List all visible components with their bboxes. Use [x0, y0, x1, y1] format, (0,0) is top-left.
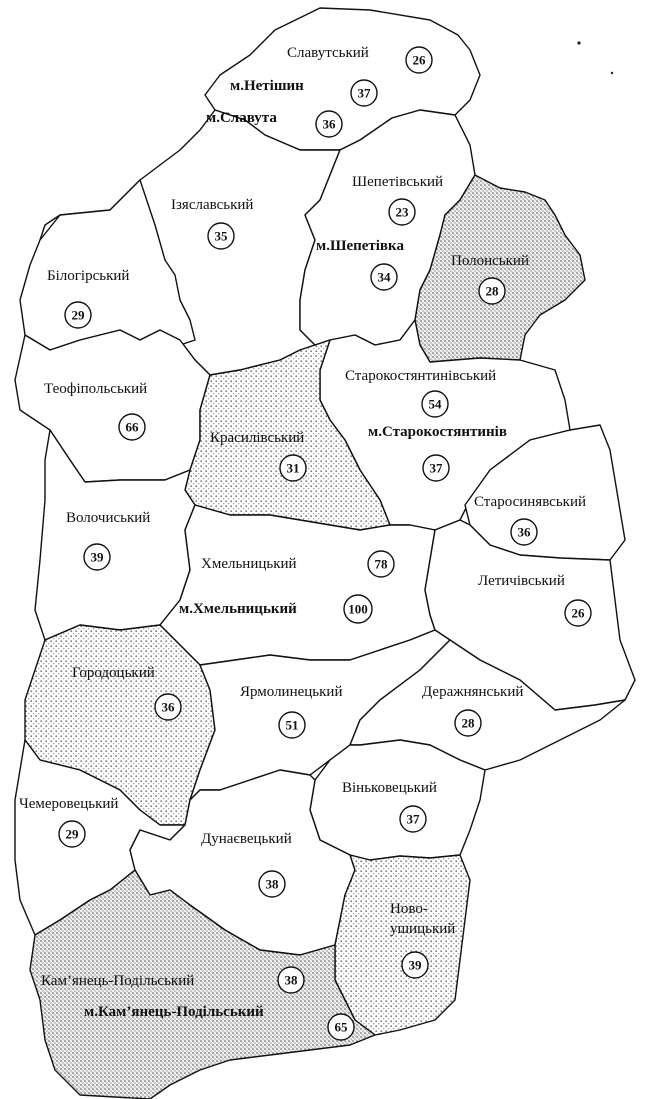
- badge-novoushytskyi: 39: [401, 951, 429, 979]
- value-chemerovetskyi: 29: [66, 827, 80, 842]
- badge-dunaievetskyi: 38: [258, 870, 286, 898]
- value-starosyniavskyi: 36: [518, 525, 532, 540]
- value-teofipolskyi: 66: [126, 420, 140, 435]
- label-krasylivskyi: Красилівський: [210, 430, 304, 446]
- scan-speck: [610, 71, 614, 75]
- badge-starosyniavskyi: 36: [510, 518, 538, 546]
- label-teofipolskyi: Теофіпольський: [44, 381, 147, 397]
- region-labels: Славутський 26 м.Нетішин 37 м.Славута 36…: [19, 45, 592, 1041]
- label-shepetivskyi: Шепетівський: [352, 174, 443, 190]
- region-polonskyi-shape: [414, 174, 586, 363]
- badge-m-netishyn: 37: [350, 79, 378, 107]
- value-polonskyi: 28: [486, 284, 500, 299]
- badge-shepetivskyi: 23: [388, 198, 416, 226]
- label-m-starokostiantyniv: м.Старокостянтинів: [368, 424, 507, 440]
- value-novoushytskyi: 39: [409, 958, 423, 973]
- value-khmelnytskyi: 78: [375, 557, 389, 572]
- badge-horodotskyi: 36: [154, 693, 182, 721]
- value-m-khmelnytskyi: 100: [348, 602, 368, 617]
- badge-m-slavuta: 36: [315, 110, 343, 138]
- value-volochyskyi: 39: [91, 550, 105, 565]
- value-horodotskyi: 36: [162, 700, 176, 715]
- value-iziaslavskyi: 35: [215, 229, 229, 244]
- badge-krasylivskyi: 31: [279, 454, 307, 482]
- badge-yarmolynetskyi: 51: [278, 711, 306, 739]
- label-m-kamianets: м.Кам’янець-Подільський: [84, 1004, 264, 1020]
- label-starosyniavskyi: Старосинявський: [474, 494, 586, 510]
- badge-chemerovetskyi: 29: [58, 820, 86, 848]
- badge-m-shepetivka: 34: [370, 263, 398, 291]
- label-khmelnytskyi: Хмельницький: [201, 556, 297, 572]
- value-m-starokostiantyniv: 37: [430, 461, 444, 476]
- region-starosyniavskyi-shape: [464, 424, 626, 561]
- label-vinkovetskyi: Віньковецький: [342, 780, 437, 796]
- region-khmelnytskyi-shape: [159, 504, 436, 666]
- badge-derazhnianskyi: 28: [454, 709, 482, 737]
- value-bilohirskyi: 29: [72, 308, 86, 323]
- value-shepetivskyi: 23: [396, 205, 410, 220]
- badge-teofipolskyi: 66: [118, 413, 146, 441]
- badge-volochyskyi: 39: [83, 543, 111, 571]
- badge-iziaslavskyi: 35: [207, 222, 235, 250]
- value-starokostiantynivskyi: 54: [429, 397, 443, 412]
- label-letychivskyi: Летичівський: [478, 573, 565, 589]
- badge-khmelnytskyi: 78: [367, 550, 395, 578]
- label-m-netishyn: м.Нетішин: [230, 78, 304, 94]
- label-volochyskyi: Волочиський: [66, 510, 150, 526]
- badge-letychivskyi: 26: [564, 599, 592, 627]
- value-m-shepetivka: 34: [378, 270, 392, 285]
- region-teofipolskyi-shape: [14, 329, 211, 483]
- value-m-slavuta: 36: [323, 117, 337, 132]
- label-derazhnianskyi: Деражнянський: [422, 684, 523, 700]
- badge-m-khmelnytskyi: 100: [343, 594, 373, 624]
- value-dunaievetskyi: 38: [266, 877, 280, 892]
- label-polonskyi: Полонський: [451, 253, 529, 269]
- badge-bilohirskyi: 29: [64, 301, 92, 329]
- label-horodotskyi: Городоцький: [72, 665, 155, 681]
- label-yarmolynetskyi: Ярмолинецький: [240, 684, 342, 700]
- value-vinkovetskyi: 37: [407, 812, 421, 827]
- label-kamianets: Кам’янець-Подільський: [41, 973, 194, 989]
- region-kamianets-shape: [29, 869, 376, 1099]
- value-kamianets: 38: [285, 973, 299, 988]
- value-yarmolynetskyi: 51: [286, 718, 299, 733]
- badge-slavutskyi: 26: [405, 46, 433, 74]
- region-shapes: [14, 7, 636, 1099]
- value-slavutskyi: 26: [413, 53, 427, 68]
- label-dunaievetskyi: Дунаєвецький: [201, 831, 292, 847]
- scan-speck: [577, 41, 581, 45]
- label-line: ушицький: [390, 921, 455, 937]
- badge-kamianets: 38: [277, 966, 305, 994]
- label-iziaslavskyi: Ізяславський: [171, 197, 253, 213]
- value-krasylivskyi: 31: [287, 461, 300, 476]
- label-m-slavuta: м.Славута: [206, 110, 277, 126]
- value-letychivskyi: 26: [572, 606, 586, 621]
- label-slavutskyi: Славутський: [287, 45, 369, 61]
- label-line: Ново-: [390, 901, 428, 917]
- value-m-netishyn: 37: [358, 86, 372, 101]
- label-starokostiantynivskyi: Старокостянтинівський: [345, 368, 496, 384]
- label-m-shepetivka: м.Шепетівка: [316, 238, 404, 254]
- region-novoushytskyi-shape: [334, 854, 471, 1036]
- label-novoushytskyi: Ново-ушицький: [390, 901, 455, 937]
- badge-m-kamianets: 65: [327, 1013, 355, 1041]
- label-chemerovetskyi: Чемеровецький: [19, 796, 118, 812]
- label-m-khmelnytskyi: м.Хмельницький: [179, 601, 297, 617]
- badge-starokostiantynivskyi: 54: [421, 390, 449, 418]
- label-bilohirskyi: Білогірський: [47, 268, 129, 284]
- badge-vinkovetskyi: 37: [399, 805, 427, 833]
- badge-polonskyi: 28: [478, 277, 506, 305]
- badge-m-starokostiantyniv: 37: [422, 454, 450, 482]
- value-m-kamianets: 65: [335, 1020, 349, 1035]
- value-derazhnianskyi: 28: [462, 716, 476, 731]
